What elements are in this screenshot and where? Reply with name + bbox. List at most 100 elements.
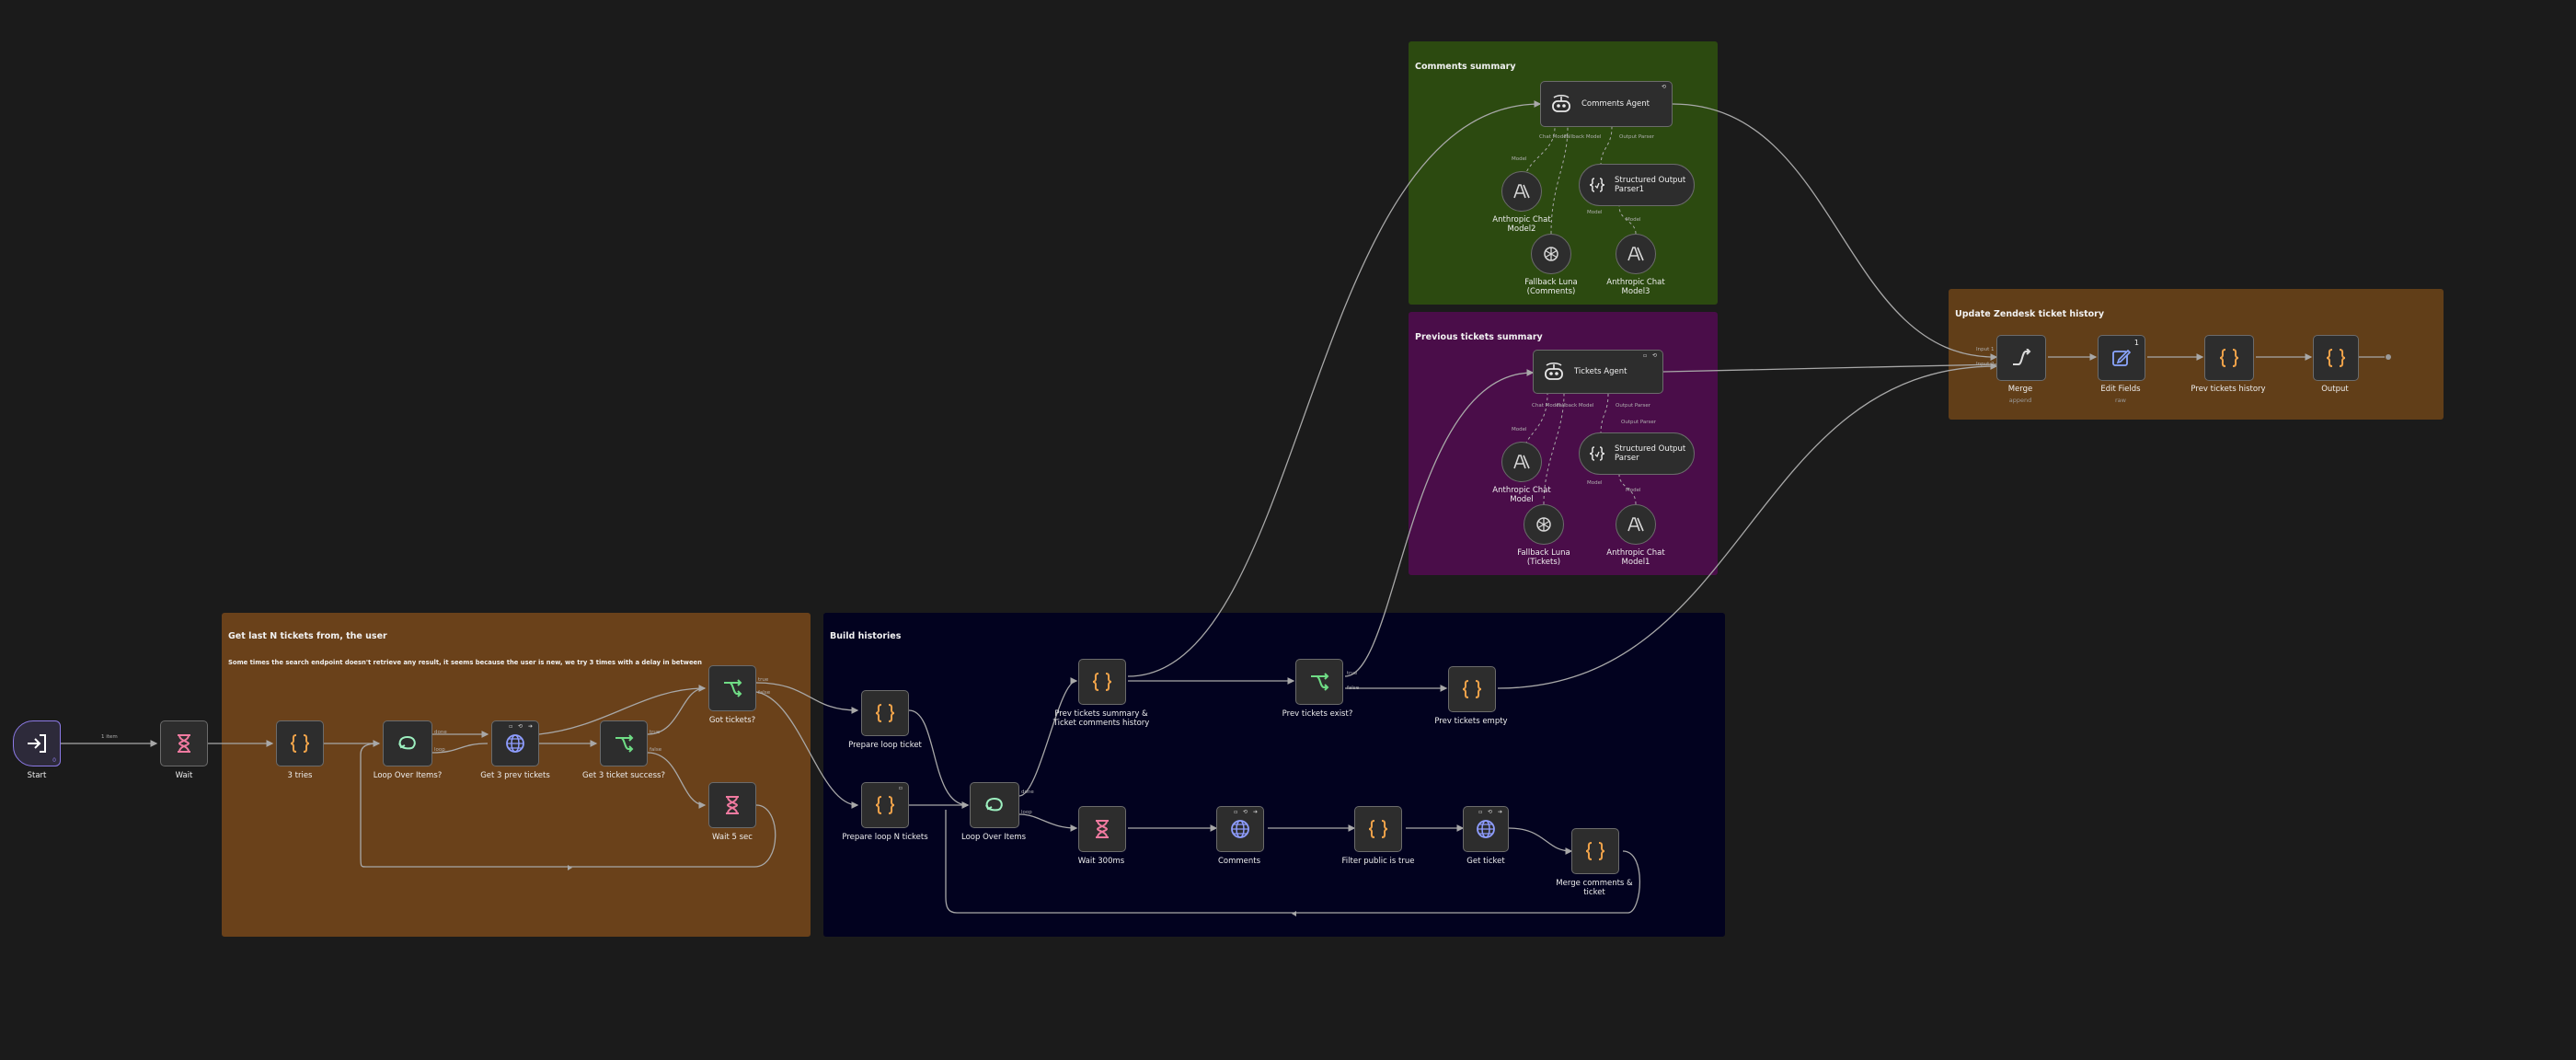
fallback-comments-node[interactable]: [1531, 234, 1571, 274]
wait-300-node[interactable]: [1078, 806, 1126, 852]
filter-public-node[interactable]: [1354, 806, 1402, 852]
edge-label-fallback-model: Fallback Model: [1557, 403, 1594, 409]
node-label: Prev tickets history: [2191, 385, 2266, 394]
anthropic-model1-node[interactable]: [1616, 504, 1656, 545]
ai-connection: [1618, 474, 1637, 505]
wait-5-sec-node[interactable]: [708, 782, 756, 828]
fallback-tickets-node[interactable]: [1524, 504, 1564, 545]
edge-label-done: done: [434, 730, 447, 735]
node-label: Get ticket: [1466, 857, 1505, 866]
loop-over-items-q-node[interactable]: [383, 720, 432, 766]
hourglass-icon: [1096, 820, 1109, 838]
braces-icon: [1589, 446, 1605, 461]
node-label: Fallback Luna: [1524, 278, 1578, 287]
node-label: Get 3 prev tickets: [480, 771, 550, 780]
loop-icon: [985, 797, 1003, 812]
node-label: Wait 5 sec: [712, 833, 753, 842]
output-handle[interactable]: [2386, 354, 2391, 360]
loop-icon: [398, 735, 416, 750]
prev-history-node[interactable]: [2204, 335, 2254, 381]
merge-comments-node[interactable]: [1571, 828, 1619, 874]
node-label: Start: [27, 771, 47, 780]
sticky-title: Comments summary: [1415, 62, 1516, 72]
connection: [360, 743, 776, 868]
edge-label-true: true: [650, 730, 661, 735]
openai-icon: [1544, 247, 1558, 261]
ai-connection: [1600, 393, 1609, 435]
connection: [945, 810, 1640, 914]
node-title: Structured Output: [1615, 176, 1686, 185]
got-tickets-node[interactable]: [708, 665, 756, 711]
node-toolbar: ▫ ⟲: [1642, 352, 1659, 359]
node-label-line2: ticket: [1583, 888, 1605, 897]
edge-label-model: Model: [1587, 480, 1603, 486]
connection: [755, 691, 859, 809]
output-node[interactable]: [2313, 335, 2359, 381]
tickets-agent-node[interactable]: ▫ ⟲ Tickets Agent: [1533, 350, 1663, 394]
anthropic-icon: [1627, 517, 1644, 532]
edge-label-true: true: [758, 677, 769, 683]
wait-node[interactable]: [160, 720, 208, 766]
anthropic-model-node[interactable]: [1501, 442, 1542, 482]
edge-label-model: Model: [1626, 488, 1641, 493]
node-label: Loop Over Items?: [373, 771, 443, 780]
connection: [1018, 677, 1078, 797]
node-label-line2: Ticket comments history: [1052, 719, 1150, 728]
connection: [647, 687, 706, 735]
start-node[interactable]: 0: [13, 720, 61, 766]
prev-summary-node[interactable]: [1078, 659, 1126, 705]
ai-connection: [1600, 126, 1613, 167]
prev-exist-node[interactable]: [1295, 659, 1343, 705]
pin-count-badge: 1: [2133, 339, 2139, 347]
edge-label-false: false: [650, 747, 662, 753]
hourglass-icon: [726, 796, 739, 814]
node-label: Wait 300ms: [1077, 857, 1125, 866]
prepare-loop-ticket-node[interactable]: [861, 690, 909, 736]
globe-icon: [506, 734, 524, 753]
edge-label-output-parser: Output Parser: [1621, 420, 1657, 425]
comments-node[interactable]: ▫ ⟲ ➔: [1216, 806, 1264, 852]
anthropic-model3-node[interactable]: [1616, 234, 1656, 274]
node-label: Merge: [2007, 385, 2033, 394]
edge-label-output-parser: Output Parser: [1616, 403, 1651, 409]
anthropic-model2-node[interactable]: [1501, 171, 1542, 212]
ai-connection: [1521, 126, 1556, 193]
connection: [908, 709, 970, 809]
node-label: Merge comments &: [1556, 879, 1633, 888]
comments-agent-node[interactable]: ⟲ Comments Agent: [1540, 81, 1673, 127]
edge-label-output-parser: Output Parser: [1619, 134, 1655, 140]
connection: [1127, 100, 1542, 677]
loop-over-items-node[interactable]: [970, 782, 1019, 828]
node-label: Anthropic Chat: [1492, 486, 1551, 495]
braces-icon: [1589, 178, 1605, 192]
prepare-loop-n-node[interactable]: ▫: [861, 782, 909, 828]
node-label: Wait: [175, 771, 193, 780]
get-ticket-success-node[interactable]: [600, 720, 648, 766]
connection: [538, 685, 707, 735]
edit-fields-node[interactable]: 1: [2098, 335, 2145, 381]
sticky-title: Previous tickets summary: [1415, 332, 1543, 342]
code-icon: [875, 796, 895, 814]
merge-node[interactable]: [1996, 335, 2046, 381]
edge-label-false: false: [758, 690, 771, 696]
tries-node[interactable]: [276, 720, 324, 766]
node-label: Got tickets?: [708, 716, 756, 725]
get-prev-tickets-node[interactable]: ▫ ⟲ ➔: [491, 720, 539, 766]
node-toolbar: ▫ ⟲ ➔: [1234, 809, 1259, 815]
get-ticket-node[interactable]: ▫ ⟲ ➔: [1463, 806, 1509, 852]
sticky-build-histories[interactable]: Build histories: [823, 613, 1725, 937]
connection: [755, 682, 859, 714]
prev-empty-node[interactable]: [1448, 666, 1496, 712]
connection: [647, 752, 707, 809]
node-label: Edit Fields: [2100, 385, 2141, 394]
edge-label-input2: Input 2: [1976, 362, 1995, 367]
robot-icon: [1545, 362, 1563, 380]
node-title: Structured Output: [1615, 444, 1686, 454]
node-label-line2: Model2: [1507, 225, 1536, 234]
edge-label-loop: loop: [1021, 810, 1032, 815]
edit-icon: [2112, 349, 2132, 366]
